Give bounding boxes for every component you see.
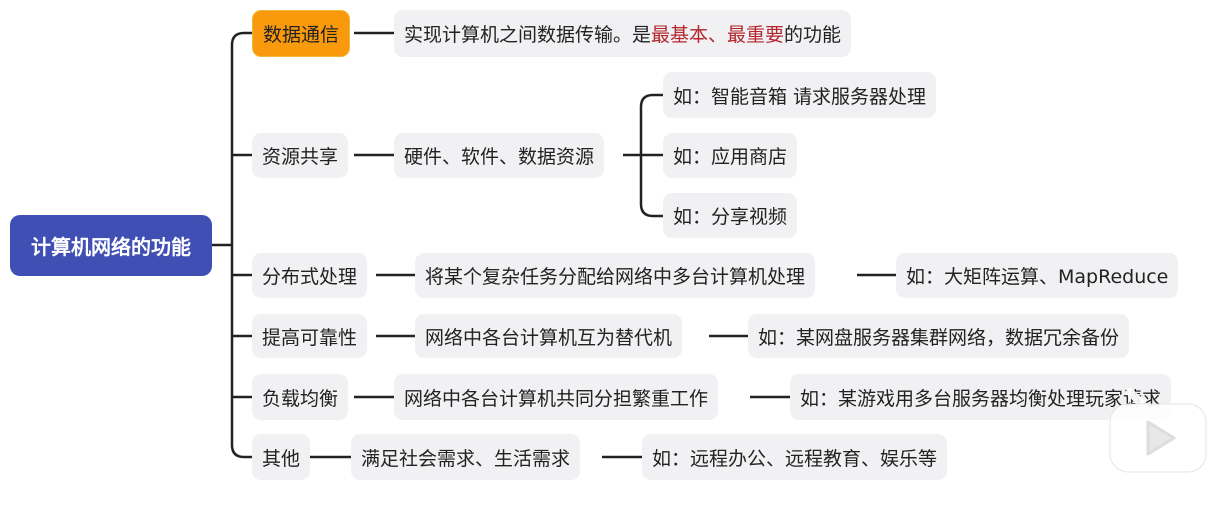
node-reliability[interactable]: 提高可靠性 <box>252 314 368 358</box>
node-example[interactable]: 如：智能音箱 请求服务器处理 <box>663 72 937 118</box>
example-text: 如：远程办公、远程教育、娱乐等 <box>652 447 938 470</box>
node-reliability-detail[interactable]: 网络中各台计算机互为替代机 <box>415 314 683 358</box>
node-label: 提高可靠性 <box>262 326 358 349</box>
node-label: 分布式处理 <box>262 266 358 288</box>
node-resource-sharing-detail[interactable]: 硬件、软件、数据资源 <box>394 133 605 178</box>
node-data-communication[interactable]: 数据通信 <box>252 10 351 57</box>
example-text: 如：分享视频 <box>673 206 788 228</box>
node-example[interactable]: 如：某网盘服务器集群网络，数据冗余备份 <box>748 314 1130 358</box>
detail-text-end: 的功能 <box>784 24 842 46</box>
root-label: 计算机网络的功能 <box>31 235 191 259</box>
node-example[interactable]: 如：分享视频 <box>663 193 798 238</box>
node-label: 数据通信 <box>263 24 340 46</box>
node-label: 负载均衡 <box>262 387 339 410</box>
detail-text: 硬件、软件、数据资源 <box>404 146 595 168</box>
detail-emphasis: 最基本、最重要 <box>651 24 785 46</box>
node-example[interactable]: 如：大矩阵运算、MapReduce <box>896 253 1179 298</box>
node-load-balancing[interactable]: 负载均衡 <box>252 374 349 420</box>
example-text: 如：应用商店 <box>673 146 788 168</box>
node-distributed-detail[interactable]: 将某个复杂任务分配给网络中多台计算机处理 <box>415 253 816 298</box>
video-play-watermark-icon <box>1109 388 1207 473</box>
example-text: 如：某网盘服务器集群网络，数据冗余备份 <box>758 326 1120 349</box>
detail-text: 将某个复杂任务分配给网络中多台计算机处理 <box>425 266 806 288</box>
node-example[interactable]: 如：某游戏用多台服务器均衡处理玩家请求 <box>790 374 1172 420</box>
node-other-detail[interactable]: 满足社会需求、生活需求 <box>351 434 581 480</box>
detail-text: 网络中各台计算机共同分担繁重工作 <box>404 387 709 410</box>
detail-text: 实现计算机之间数据传输。是 <box>404 24 652 46</box>
node-example[interactable]: 如：远程办公、远程教育、娱乐等 <box>642 434 948 480</box>
detail-text: 满足社会需求、生活需求 <box>361 447 571 470</box>
example-text: 如：智能音箱 请求服务器处理 <box>673 85 927 108</box>
node-data-communication-detail[interactable]: 实现计算机之间数据传输。是最基本、最重要的功能 <box>394 10 852 57</box>
detail-text: 网络中各台计算机互为替代机 <box>425 326 673 349</box>
node-load-balancing-detail[interactable]: 网络中各台计算机共同分担繁重工作 <box>394 374 719 420</box>
node-label: 资源共享 <box>262 146 339 168</box>
root-node[interactable]: 计算机网络的功能 <box>10 215 212 276</box>
example-text: 如：某游戏用多台服务器均衡处理玩家请求 <box>800 387 1162 410</box>
node-resource-sharing[interactable]: 资源共享 <box>252 133 349 178</box>
example-text: 如：大矩阵运算、MapReduce <box>906 266 1169 288</box>
node-distributed-processing[interactable]: 分布式处理 <box>252 253 368 298</box>
node-example[interactable]: 如：应用商店 <box>663 133 798 178</box>
node-other[interactable]: 其他 <box>252 434 311 480</box>
node-label: 其他 <box>262 447 301 470</box>
